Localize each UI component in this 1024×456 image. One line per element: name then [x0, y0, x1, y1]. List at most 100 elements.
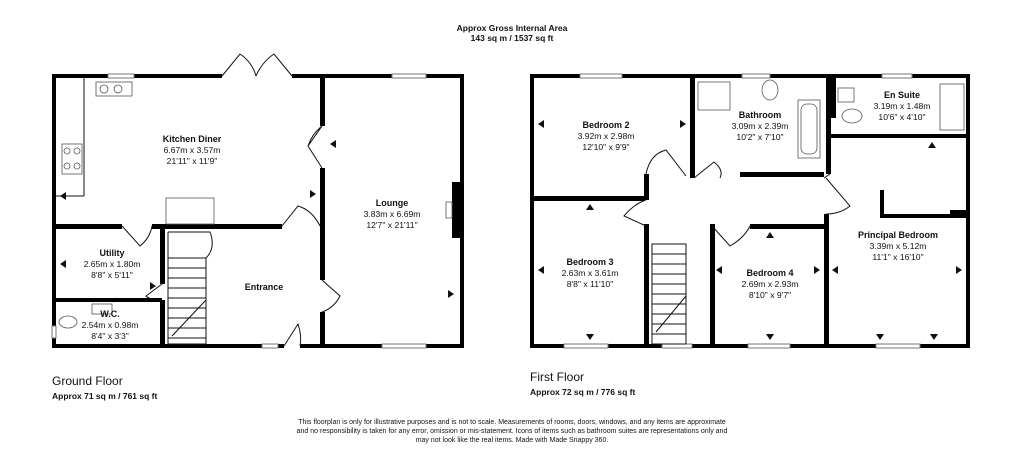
- wall: [880, 214, 966, 218]
- svg-text:6.67m x 3.57m: 6.67m x 3.57m: [164, 145, 221, 155]
- staircase: [167, 257, 207, 345]
- radiator-marker: [538, 266, 544, 274]
- area-title: Approx Gross Internal Area: [457, 23, 568, 33]
- fireplace-icon: [452, 182, 460, 238]
- room-principal-bedroom: Principal Bedroom 3.39m x 5.12m 11'1" x …: [858, 230, 938, 262]
- wall: [826, 78, 831, 174]
- wall: [644, 174, 649, 200]
- svg-text:8'4" x 3'3": 8'4" x 3'3": [91, 331, 129, 341]
- toilet-icon: [841, 108, 863, 124]
- shower-icon: [939, 83, 965, 131]
- first-floor-area: Approx 72 sq m / 776 sq ft: [530, 387, 636, 397]
- window: [563, 343, 609, 349]
- island-unit: [165, 197, 215, 225]
- radiator-marker: [680, 120, 686, 128]
- wall: [152, 224, 282, 229]
- stair-landing: [167, 231, 213, 259]
- room-wc: W.C. 2.54m x 0.98m 8'4" x 3'3": [82, 309, 139, 341]
- wall: [750, 224, 826, 229]
- door-swing: [645, 149, 687, 177]
- basin-icon: [837, 87, 855, 103]
- stair-treads: [652, 253, 687, 335]
- sink-bowl: [113, 84, 123, 94]
- room-kitchen-diner: Kitchen Diner 6.67m x 3.57m 21'11" x 11'…: [163, 134, 222, 166]
- svg-text:Principal Bedroom: Principal Bedroom: [858, 230, 938, 240]
- radiator-marker: [586, 204, 594, 210]
- window: [747, 343, 791, 349]
- window: [107, 73, 135, 79]
- worktop: [56, 78, 85, 197]
- svg-text:3.92m x 2.98m: 3.92m x 2.98m: [578, 131, 635, 141]
- svg-text:8'10" x 9'7": 8'10" x 9'7": [749, 290, 791, 300]
- wall: [690, 78, 695, 178]
- toilet-icon: [761, 79, 779, 101]
- first-floor-plan: [530, 73, 970, 349]
- room-en-suite: En Suite 3.19m x 1.48m 10'6" x 4'10": [874, 90, 931, 122]
- wall: [950, 210, 966, 218]
- window: [579, 73, 623, 79]
- window: [881, 73, 913, 79]
- window: [261, 343, 279, 349]
- disclaimer-line: may not look like the real items. Made w…: [416, 437, 609, 444]
- door-swing: [321, 279, 341, 313]
- svg-text:En Suite: En Suite: [884, 90, 920, 100]
- wall: [320, 312, 325, 346]
- ground-floor-area: Approx 71 sq m / 761 sq ft: [52, 391, 158, 401]
- door-swing: [145, 283, 163, 301]
- wall: [644, 224, 649, 346]
- hob-ring: [73, 162, 81, 170]
- wall: [966, 74, 970, 348]
- wall: [460, 74, 464, 348]
- door-swing: [823, 173, 831, 179]
- radiator-marker: [766, 334, 774, 340]
- radiator-marker: [586, 334, 594, 340]
- toilet-icon: [58, 315, 78, 329]
- shower-tray-icon: [697, 81, 731, 111]
- svg-text:10'2" x 7'10": 10'2" x 7'10": [736, 132, 783, 142]
- wall: [824, 214, 829, 346]
- hob-ring: [63, 162, 71, 170]
- hearth: [445, 201, 453, 219]
- svg-text:3.39m x 5.12m: 3.39m x 5.12m: [870, 241, 927, 251]
- wall: [52, 74, 222, 78]
- wall: [56, 298, 162, 302]
- wall: [880, 190, 884, 218]
- wall: [826, 134, 966, 138]
- wall: [52, 74, 56, 348]
- wall: [710, 224, 715, 346]
- room-utility: Utility 2.65m x 1.80m 8'8" x 5'11": [84, 248, 141, 280]
- radiator-marker: [60, 260, 66, 268]
- svg-text:Bedroom 4: Bedroom 4: [746, 268, 793, 278]
- wall: [292, 74, 464, 78]
- svg-text:Kitchen Diner: Kitchen Diner: [163, 134, 222, 144]
- door-swing: [693, 161, 722, 179]
- radiator-marker: [538, 120, 544, 128]
- window: [661, 343, 693, 349]
- radiator-marker: [310, 190, 316, 198]
- door-swing: [281, 205, 321, 227]
- door-swing: [711, 225, 751, 247]
- svg-text:Utility: Utility: [99, 248, 124, 258]
- basin-icon: [91, 303, 113, 315]
- room-bedroom-2: Bedroom 2 3.92m x 2.98m 12'10" x 9'9": [578, 120, 635, 152]
- radiator-marker: [814, 266, 820, 274]
- wall: [826, 78, 836, 118]
- radiator-marker: [930, 334, 938, 340]
- wall: [530, 74, 534, 348]
- window: [381, 343, 427, 349]
- radiator-marker: [928, 142, 936, 148]
- svg-text:12'10" x 9'9": 12'10" x 9'9": [582, 142, 629, 152]
- svg-text:Lounge: Lounge: [376, 198, 409, 208]
- svg-text:8'8" x 11'10": 8'8" x 11'10": [567, 279, 614, 289]
- room-bedroom-4: Bedroom 4 2.69m x 2.93m 8'10" x 9'7": [742, 268, 799, 300]
- disclaimer-line: and no responsibility is taken for any e…: [297, 428, 728, 435]
- first-floor-label: First Floor: [530, 370, 584, 384]
- area-total: 143 sq m / 1537 sq ft: [471, 33, 554, 43]
- door-swing: [825, 177, 851, 215]
- svg-text:3.09m x 2.39m: 3.09m x 2.39m: [732, 121, 789, 131]
- radiator-marker: [876, 334, 884, 340]
- room-lounge: Lounge 3.83m x 6.69m 12'7" x 21'11": [364, 198, 421, 230]
- window: [51, 325, 57, 339]
- door-swing: [623, 199, 647, 227]
- radiator-marker: [448, 290, 454, 298]
